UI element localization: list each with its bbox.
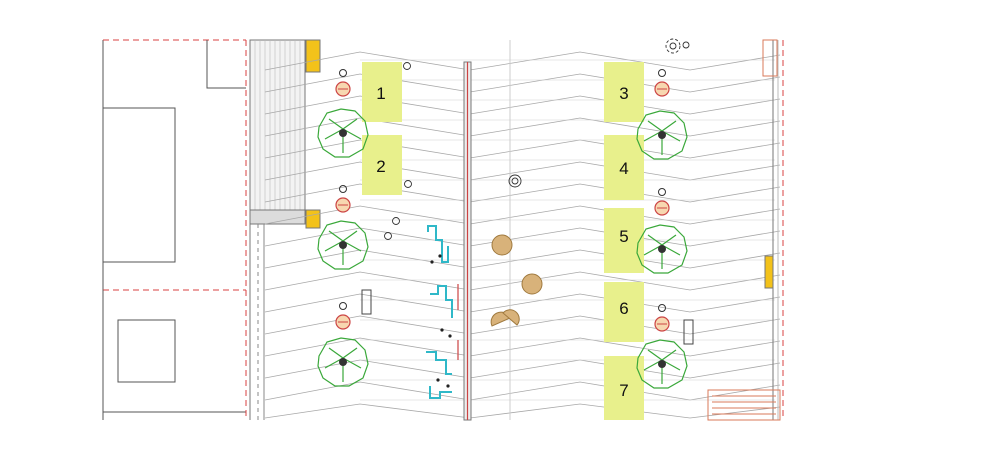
lamps	[335, 69, 670, 332]
zone-label: 7	[619, 381, 628, 400]
bollard-icon	[669, 42, 677, 50]
lamp-icon	[654, 304, 670, 332]
drain-channel-icon	[463, 40, 511, 421]
bollards	[384, 38, 690, 240]
lamp-icon	[335, 302, 351, 330]
lamp-icon	[654, 69, 670, 97]
facade-strip	[249, 39, 321, 420]
lamp-icon	[335, 69, 351, 97]
zone-7: 7	[604, 356, 644, 420]
bollard-icon	[665, 38, 681, 54]
tree-icon	[636, 339, 688, 389]
zone-3: 3	[604, 62, 644, 122]
tree-icon	[636, 110, 688, 160]
trees	[317, 108, 688, 389]
stair-block	[707, 389, 781, 421]
bollard-icon	[392, 217, 400, 225]
zone-label: 6	[619, 299, 628, 318]
bench-icon	[683, 319, 694, 345]
zone-4: 4	[604, 135, 644, 200]
tree-icon	[317, 108, 369, 158]
wooden-seats	[490, 234, 543, 327]
bollard-icon	[404, 180, 412, 188]
zones: 1 2 3 4 5 6 7	[362, 62, 644, 420]
benches	[361, 289, 694, 345]
lamp-icon	[335, 185, 351, 213]
paving-pattern	[264, 51, 781, 419]
adjacent-buildings	[102, 39, 247, 420]
zone-5: 5	[604, 208, 644, 273]
zone-label: 3	[619, 84, 628, 103]
bollard-icon	[384, 232, 392, 240]
zone-label: 5	[619, 227, 628, 246]
bollard-icon	[511, 177, 519, 185]
zone-label: 4	[619, 159, 628, 178]
zone-label: 2	[376, 157, 385, 176]
tree-icon	[317, 220, 369, 270]
zone-1: 1	[362, 62, 402, 122]
zone-label: 1	[376, 84, 385, 103]
right-boundary	[762, 39, 784, 420]
bench-icon	[361, 289, 372, 315]
planter-markers	[430, 254, 452, 388]
bollard-icon	[508, 174, 522, 188]
zone-6: 6	[604, 282, 644, 342]
tree-icon	[636, 224, 688, 274]
zone-2: 2	[362, 135, 402, 195]
bollard-icon	[682, 41, 690, 49]
planters	[426, 225, 453, 399]
lamp-icon	[654, 188, 670, 216]
bollard-icon	[403, 62, 411, 70]
tree-icon	[317, 337, 369, 387]
